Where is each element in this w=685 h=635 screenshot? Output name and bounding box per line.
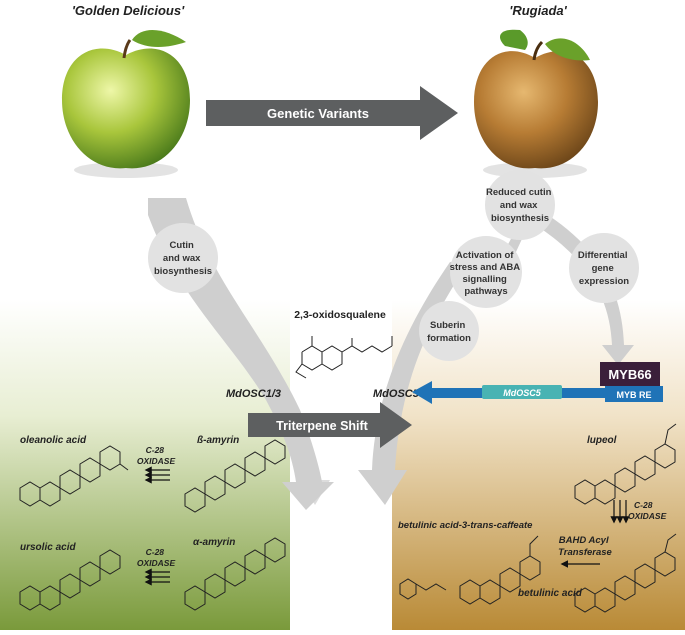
betulinic-caffeate-structure	[399, 535, 541, 605]
activation-line-3: signalling	[463, 274, 508, 285]
c28-bottom-line-1: C-28	[146, 547, 165, 557]
mdosc5-gene-box-label: MdOSC5	[503, 388, 541, 398]
activation-line-2: stress and ABA	[450, 262, 521, 273]
svg-text:Differential gene: Differential gene expression	[578, 250, 630, 287]
c28-oxidase-bottom: C-28 OXIDASE	[137, 547, 176, 586]
svg-text:C-28 OXIDASE: C-28 OXIDASE	[137, 547, 176, 568]
b-amyrin-label: ß-amyrin	[197, 435, 239, 446]
right-flow-band	[358, 260, 470, 505]
circle-differential: Differential gene expression	[569, 233, 639, 303]
c28-right-line-1: C-28	[634, 500, 653, 510]
svg-text:Reduced cutin and wax: Reduced cutin and wax biosynthesis	[486, 187, 554, 224]
myb66-label: MYB66	[608, 367, 651, 382]
betulinic-acid-structure	[574, 533, 677, 613]
right-flow-differential	[540, 215, 634, 365]
gene-right-label: MdOSC5	[373, 388, 420, 400]
svg-text:Activation of stress and: Activation of stress and ABA signalling …	[450, 250, 523, 297]
c28-right-line-2: OXIDASE	[628, 511, 667, 521]
svg-text:C-28 OXIDASE: C-28 OXIDASE	[137, 445, 176, 466]
cutin-line-1: Cutin	[170, 240, 194, 251]
genetic-variants-arrow: Genetic Variants	[206, 86, 458, 140]
golden-delicious-apple	[62, 30, 190, 178]
c28-top-line-1: C-28	[146, 445, 165, 455]
a-amyrin-structure	[184, 537, 286, 611]
b-amyrin-structure	[184, 439, 286, 513]
c28-oxidase-right: C-28 OXIDASE	[610, 500, 667, 524]
triterpene-shift-arrow: Triterpene Shift	[248, 402, 412, 448]
svg-text:C-28 OXIDASE: C-28 OXIDASE	[628, 500, 667, 521]
c28-top-line-2: OXIDASE	[137, 456, 176, 466]
differential-line-3: expression	[579, 276, 629, 287]
a-amyrin-label: α-amyrin	[193, 537, 235, 548]
gene-left-label: MdOSC1/3	[226, 388, 281, 400]
oleanolic-acid-structure	[19, 445, 129, 507]
suberin-line-2: formation	[427, 333, 471, 344]
reduced-line-1: Reduced cutin	[486, 187, 552, 198]
lupeol-structure	[574, 423, 677, 505]
bahd-transferase: BAHD Acyl Transferase	[558, 535, 613, 568]
differential-line-1: Differential	[578, 250, 628, 261]
activation-line-4: pathways	[464, 286, 507, 297]
circle-reduced-cutin: Reduced cutin and wax biosynthesis	[485, 170, 555, 240]
c28-bottom-line-2: OXIDASE	[137, 558, 176, 568]
genetic-variants-label: Genetic Variants	[267, 106, 369, 121]
lupeol-label: lupeol	[587, 435, 617, 446]
bahd-line-2: Transferase	[558, 547, 612, 558]
cutin-line-2: and wax	[163, 253, 201, 264]
betulinic-acid-label: betulinic acid	[518, 588, 583, 599]
left-cultivar-title: 'Golden Delicious'	[72, 3, 185, 18]
circle-cutin-wax: Cutin and wax biosynthesis	[148, 223, 218, 293]
bahd-line-1: BAHD Acyl	[559, 535, 609, 546]
oxidosqualene-structure	[295, 336, 393, 379]
svg-text:Suberin formation: Suberin formation	[427, 320, 471, 344]
circle-activation: Activation of stress and ABA signalling …	[450, 236, 523, 308]
precursor-label: 2,3-oxidosqualene	[294, 309, 386, 321]
triterpene-shift-label: Triterpene Shift	[276, 419, 369, 433]
myb66-box: MYB66	[600, 362, 660, 386]
betulinic-caffeate-label: betulinic acid-3-trans-caffeate	[398, 520, 533, 531]
oleanolic-acid-label: oleanolic acid	[20, 435, 87, 446]
svg-text:Cutin and wax bios: Cutin and wax biosynthesis	[154, 240, 212, 277]
rugiada-apple	[474, 29, 598, 178]
myb-re-label: MYB RE	[616, 390, 651, 400]
mdosc5-promoter-arrow: MYB RE MdOSC5	[412, 381, 663, 404]
differential-line-2: gene	[592, 263, 614, 274]
circle-suberin: Suberin formation	[419, 301, 479, 361]
reduced-line-2: and wax	[500, 200, 538, 211]
ursolic-acid-label: ursolic acid	[20, 542, 76, 553]
suberin-line-1: Suberin	[430, 320, 466, 331]
right-cultivar-title: 'Rugiada'	[509, 3, 567, 18]
reduced-line-3: biosynthesis	[491, 213, 549, 224]
c28-oxidase-top: C-28 OXIDASE	[137, 445, 176, 484]
ursolic-acid-structure	[19, 549, 121, 611]
activation-line-1: Activation of	[456, 250, 514, 261]
cutin-line-3: biosynthesis	[154, 266, 212, 277]
svg-text:BAHD Acyl Transferase: BAHD Acyl Transferase	[558, 535, 612, 558]
